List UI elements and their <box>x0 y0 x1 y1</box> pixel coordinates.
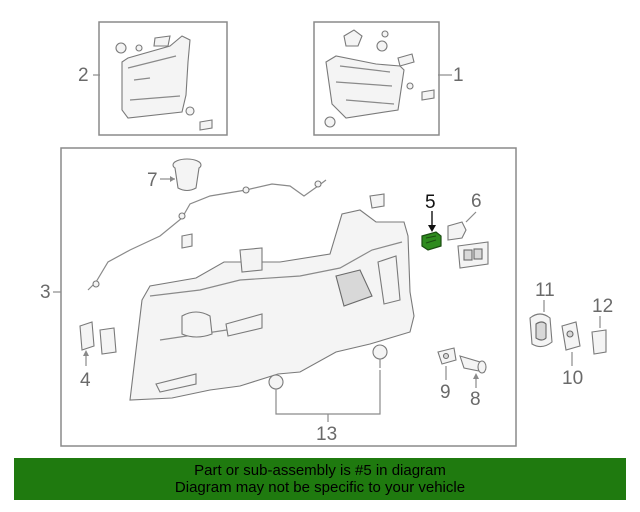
callout-12: 12 <box>592 296 613 317</box>
part-13-anchor-left <box>268 374 284 400</box>
part-13-anchor-right <box>372 344 388 368</box>
inset-box-part-2 <box>98 21 228 136</box>
part-1-trim-panel <box>324 29 435 128</box>
part-3-quarter-trim-panel <box>129 193 415 401</box>
info-banner: Part or sub-assembly is #5 in diagram Di… <box>14 458 626 500</box>
part-2-trim-panel <box>115 35 213 131</box>
part-12-clip <box>591 329 607 355</box>
part-7-cup-holder <box>172 158 202 192</box>
callout-13: 13 <box>316 424 337 445</box>
banner-line-2: Diagram may not be specific to your vehi… <box>174 479 466 496</box>
callout-10: 10 <box>562 368 583 389</box>
part-4-switch <box>79 321 117 355</box>
callout-8: 8 <box>470 389 481 410</box>
callout-2: 2 <box>78 65 89 86</box>
part-10-clip <box>561 321 581 351</box>
callout-5: 5 <box>425 192 436 213</box>
banner-line-1: Part or sub-assembly is #5 in diagram <box>194 462 446 479</box>
inset-box-part-1 <box>313 21 440 136</box>
callout-1: 1 <box>453 65 464 86</box>
part-9-bracket <box>437 347 457 365</box>
wiring-harness <box>87 179 327 291</box>
callout-3: 3 <box>40 282 51 303</box>
power-outlet-bezel <box>457 241 489 269</box>
part-11-bezel <box>529 313 553 348</box>
callout-6: 6 <box>471 191 482 212</box>
part-8-fastener <box>459 355 487 374</box>
main-box-part-3 <box>60 147 517 447</box>
callout-9: 9 <box>440 382 451 403</box>
callout-11: 11 <box>535 280 555 301</box>
callout-4: 4 <box>80 370 91 391</box>
part-6-retainer <box>447 221 467 241</box>
part-5-clip-highlighted <box>421 231 442 251</box>
callout-7: 7 <box>147 170 158 191</box>
